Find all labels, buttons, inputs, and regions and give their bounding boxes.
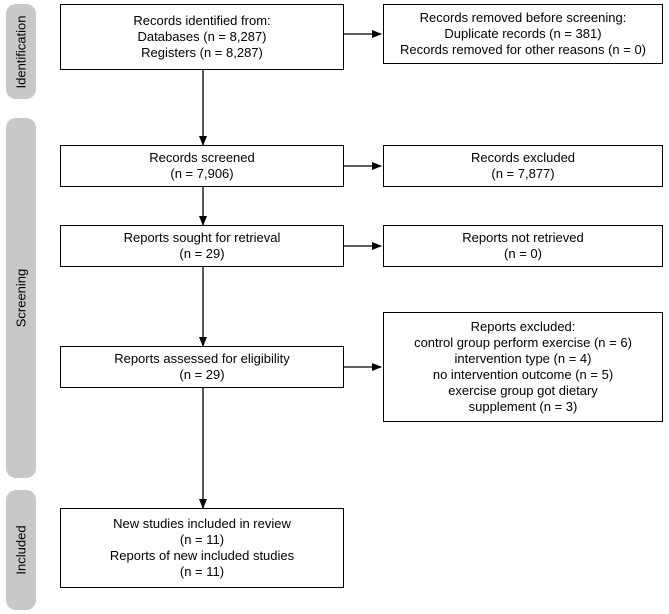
text-line: Reports of new included studies xyxy=(109,548,295,563)
text-line: (n = 29) xyxy=(179,246,225,261)
box-records-removed: Records removed before screening: Duplic… xyxy=(383,4,663,64)
text-line: (n = 29) xyxy=(179,367,225,382)
box-records-screened: Records screened (n = 7,906) xyxy=(60,145,344,187)
text-line: Records excluded xyxy=(470,150,576,165)
box-reports-excluded: Reports excluded: control group perform … xyxy=(383,312,663,422)
text-line: New studies included in review xyxy=(113,516,291,531)
text-line: Records removed for other reasons (n = 0… xyxy=(399,42,647,57)
box-reports-not-retrieved: Reports not retrieved (n = 0) xyxy=(383,225,663,267)
text-line: (n = 11) xyxy=(179,532,225,547)
text-line: supplement (n = 3) xyxy=(468,399,578,414)
text-line: no intervention outcome (n = 5) xyxy=(432,367,614,382)
text-line: (n = 11) xyxy=(179,564,225,579)
box-records-excluded: Records excluded (n = 7,877) xyxy=(383,145,663,187)
text-line: (n = 7,906) xyxy=(170,166,234,181)
text-line: (n = 7,877) xyxy=(491,166,555,181)
phase-included: Included xyxy=(6,490,36,610)
text-line: Records identified from: xyxy=(133,13,271,28)
text-line: Reports assessed for eligibility xyxy=(114,351,290,366)
box-reports-sought: Reports sought for retrieval (n = 29) xyxy=(60,225,344,267)
text-line: Records removed before screening: xyxy=(419,10,627,25)
text-line: exercise group got dietary xyxy=(448,383,598,398)
text-line: Databases (n = 8,287) xyxy=(137,29,267,44)
box-reports-assessed: Reports assessed for eligibility (n = 29… xyxy=(60,346,344,388)
text-line: Reports excluded: xyxy=(470,319,576,334)
text-line: control group perform exercise (n = 6) xyxy=(414,335,632,350)
text-line: (n = 0) xyxy=(504,246,542,261)
text-line: Reports sought for retrieval xyxy=(123,230,281,245)
text-line: Registers (n = 8,287) xyxy=(141,45,263,60)
text-line: Duplicate records (n = 381) xyxy=(444,26,602,41)
box-records-identified: Records identified from: Databases (n = … xyxy=(60,4,344,70)
box-studies-included: New studies included in review (n = 11) … xyxy=(60,508,344,588)
phase-identification: Identification xyxy=(6,4,36,99)
text-line: Records screened xyxy=(149,150,255,165)
text-line: Reports not retrieved xyxy=(462,230,584,245)
text-line: intervention type (n = 4) xyxy=(454,351,592,366)
phase-screening: Screening xyxy=(6,118,36,478)
